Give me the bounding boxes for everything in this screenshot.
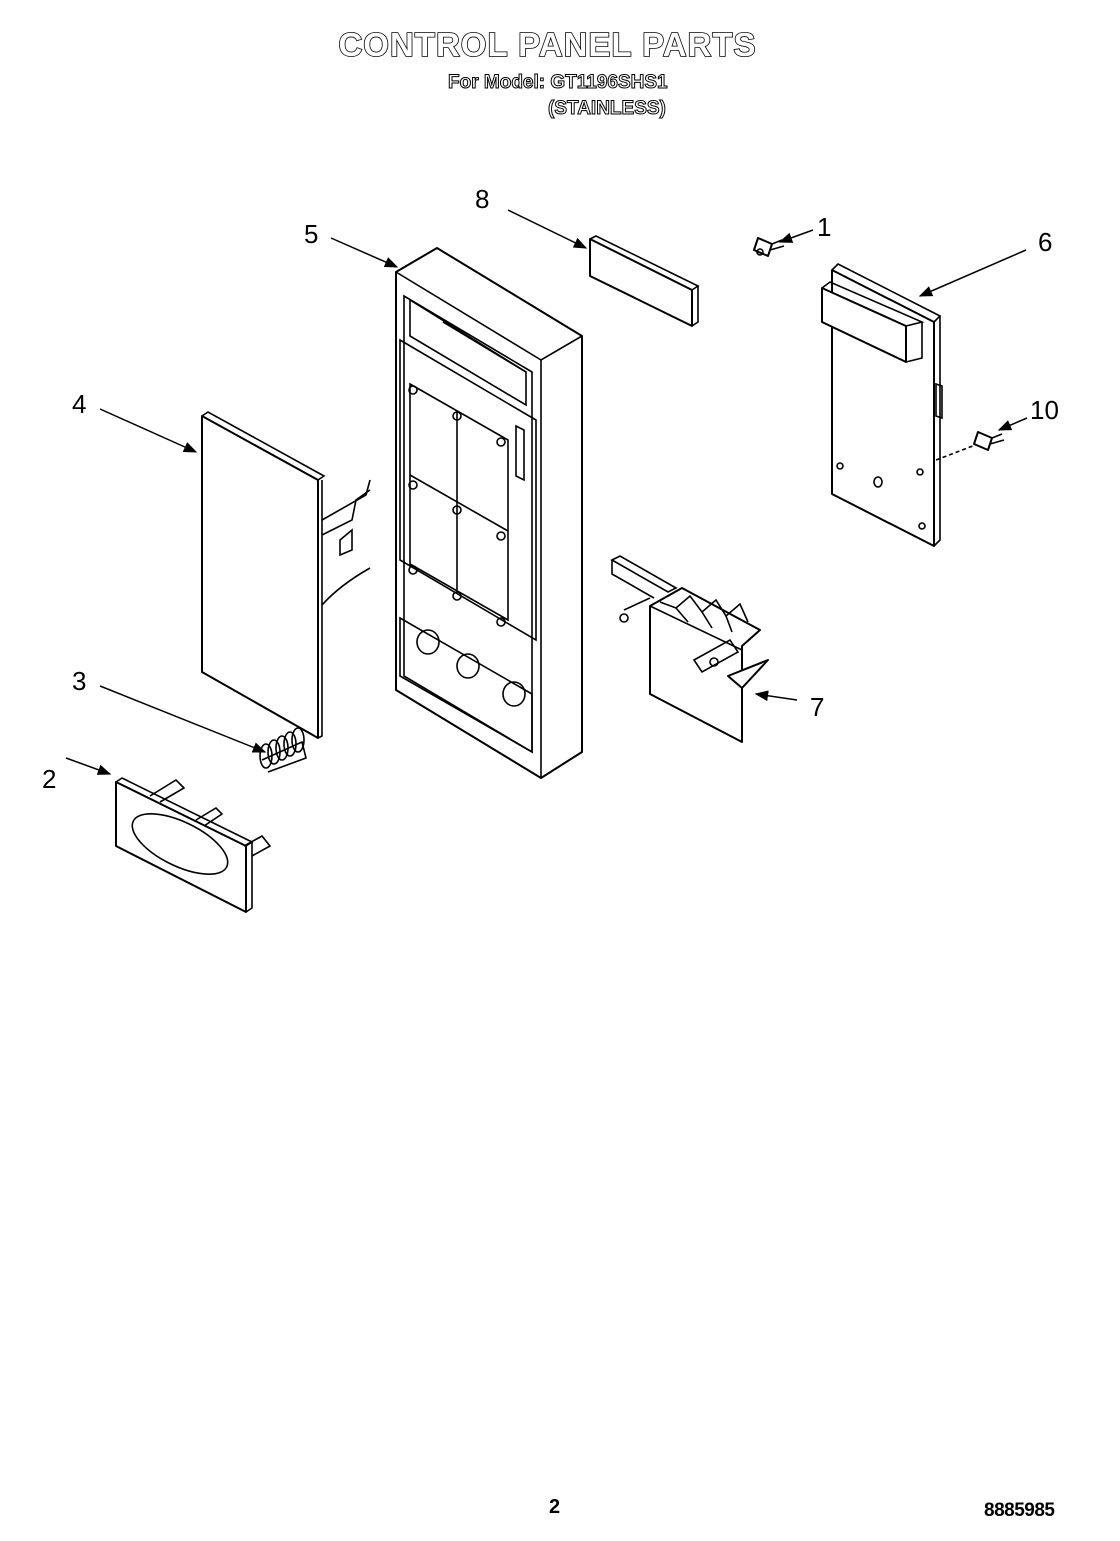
part-7-interlock-bracket xyxy=(610,555,769,743)
model-line: For Model: GT1196SHS1 xyxy=(447,72,668,94)
part-5-control-panel-frame xyxy=(395,247,583,779)
part-6-control-board xyxy=(821,263,979,547)
part-4-keypad-membrane xyxy=(201,411,371,739)
page-number: 2 xyxy=(549,1496,561,1518)
callout-10: 10 xyxy=(1030,395,1059,425)
part-10-screw xyxy=(973,431,1005,451)
part-8-display-window xyxy=(589,235,700,327)
page-title: CONTROL PANEL PARTS xyxy=(338,25,757,64)
document-number: 8885985 xyxy=(984,1500,1055,1521)
part-3-spring xyxy=(259,727,307,773)
model-variant: (STAINLESS) xyxy=(548,98,667,120)
model-label: For Model: xyxy=(447,72,546,94)
callout-2: 2 xyxy=(42,764,56,794)
model-number: GT1196SHS1 xyxy=(550,72,668,94)
part-2-push-button xyxy=(115,777,272,913)
part-1-screw xyxy=(753,237,785,257)
callout-5: 5 xyxy=(304,219,318,249)
callout-3: 3 xyxy=(72,666,86,696)
callout-4: 4 xyxy=(72,389,86,419)
leader-lines xyxy=(65,209,1028,775)
callout-7: 7 xyxy=(810,692,824,722)
callout-1: 1 xyxy=(817,212,831,242)
callout-8: 8 xyxy=(475,184,489,214)
callout-6: 6 xyxy=(1038,227,1052,257)
